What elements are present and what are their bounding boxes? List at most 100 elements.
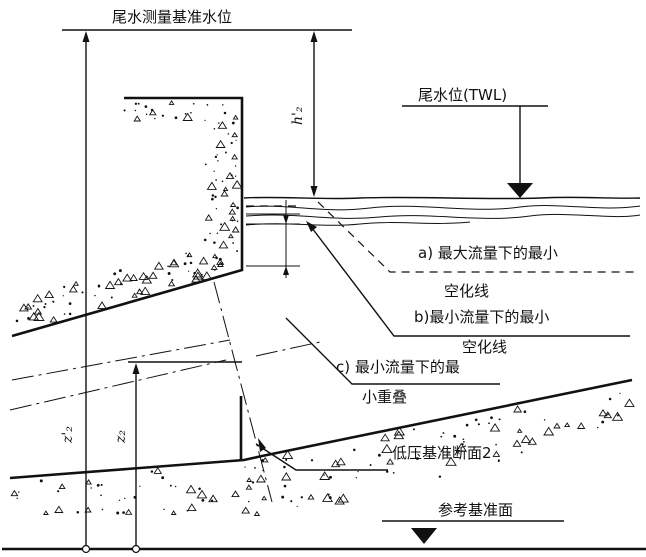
concrete-speck	[523, 410, 527, 414]
concrete-speck	[488, 422, 490, 425]
concrete-speck	[183, 262, 187, 266]
z2-label: z₂	[113, 430, 129, 444]
concrete-aggregate	[393, 430, 405, 440]
concrete-speck	[113, 272, 117, 276]
concrete-aggregate	[553, 422, 561, 429]
concrete-speck	[94, 294, 96, 297]
concrete-speck	[385, 470, 389, 473]
concrete-speck	[174, 485, 177, 488]
concrete-aggregate	[185, 484, 197, 494]
concrete-aggregate	[186, 252, 193, 258]
concrete-speck	[163, 508, 165, 511]
concrete-speck	[203, 238, 207, 242]
concrete-speck	[465, 423, 469, 427]
concrete-speck	[211, 197, 214, 201]
concrete-speck	[283, 484, 287, 488]
concrete-speck	[244, 466, 246, 468]
concrete-speck	[231, 121, 235, 125]
concrete-aggregate	[186, 503, 197, 512]
concrete-speck	[323, 474, 325, 476]
concrete-aggregate	[148, 109, 157, 116]
concrete-aggregate	[210, 264, 218, 270]
concrete-speck	[154, 117, 156, 120]
leader-b-arrowhead	[306, 221, 317, 232]
concrete-speck	[236, 220, 239, 223]
concrete-aggregate	[33, 311, 45, 321]
concrete-aggregate	[231, 226, 240, 233]
concrete-aggregate	[334, 496, 345, 505]
concrete-aggregate	[10, 489, 19, 497]
concrete-aggregate	[141, 275, 153, 284]
label-c-line2: 小重叠	[362, 388, 407, 406]
concrete-upper	[15, 100, 243, 323]
label-a-line1: a) 最大流量下的最小	[418, 244, 558, 262]
concrete-aggregate	[212, 253, 218, 259]
concrete-aggregate	[153, 261, 164, 270]
concrete-aggregate	[231, 490, 240, 498]
concrete-aggregate	[219, 221, 231, 231]
twl-marker	[507, 183, 533, 198]
concrete-speck	[353, 448, 356, 452]
concrete-speck	[167, 265, 169, 268]
draft-tube-upper-boundary	[9, 359, 227, 411]
concrete-aggregate	[380, 433, 391, 442]
concrete-aggregate	[153, 466, 163, 474]
h2-prime-label: h'₂	[290, 106, 306, 125]
concrete-aggregate	[231, 153, 239, 160]
concrete-speck	[221, 180, 224, 183]
concrete-speck	[290, 500, 293, 503]
concrete-aggregate	[54, 505, 64, 513]
concrete-aggregate	[148, 271, 158, 279]
concrete-aggregate	[246, 477, 253, 482]
concrete-speck	[369, 464, 372, 466]
concrete-speck	[137, 102, 140, 105]
concrete-aggregate	[261, 456, 269, 463]
leader-b	[311, 227, 630, 337]
concrete-speck	[597, 426, 599, 429]
concrete-aggregate	[624, 398, 635, 407]
concrete-speck	[216, 232, 219, 235]
concrete-speck	[247, 500, 250, 503]
concrete-speck	[218, 122, 220, 124]
concrete-speck	[120, 282, 123, 286]
concrete-speck	[601, 420, 605, 424]
concrete-speck	[222, 104, 224, 106]
concrete-speck	[198, 487, 201, 490]
concrete-speck	[68, 312, 72, 316]
concrete-speck	[477, 423, 480, 426]
concrete-aggregate	[319, 471, 331, 480]
concrete-aggregate	[167, 280, 176, 287]
concrete-speck	[18, 491, 20, 493]
concrete-speck	[167, 272, 171, 275]
concrete-aggregate	[170, 259, 178, 266]
draft-tube-centerline	[213, 281, 273, 503]
concrete-aggregate	[253, 510, 261, 516]
water-surface-line	[243, 196, 641, 200]
concrete-aggregate	[28, 311, 40, 321]
concrete-speck	[329, 475, 332, 479]
concrete-aggregate	[231, 179, 243, 189]
concrete-speck	[495, 443, 497, 446]
concrete-aggregate	[232, 114, 239, 120]
concrete-aggregate	[520, 434, 532, 443]
concrete-aggregate	[113, 277, 124, 286]
concrete-aggregate	[32, 293, 43, 303]
concrete-speck	[138, 289, 140, 291]
concrete-speck	[440, 435, 443, 438]
concrete-speck	[190, 111, 192, 114]
label-a-line2: 空化线	[444, 282, 489, 300]
concrete-aggregate	[455, 442, 468, 452]
concrete-speck	[145, 113, 148, 115]
concrete-aggregate	[245, 484, 253, 490]
concrete-speck	[232, 242, 235, 244]
concrete-speck	[144, 105, 148, 108]
concrete-speck	[134, 102, 138, 105]
concrete-speck	[453, 434, 457, 438]
concrete-aggregate	[564, 422, 571, 428]
z2-origin-marker	[131, 544, 141, 554]
low-pressure-leader	[255, 443, 388, 471]
concrete-speck	[27, 317, 30, 320]
label-b-line2: 空化线	[462, 338, 507, 356]
concrete-speck	[169, 484, 172, 487]
concrete-aggregate	[492, 450, 501, 457]
